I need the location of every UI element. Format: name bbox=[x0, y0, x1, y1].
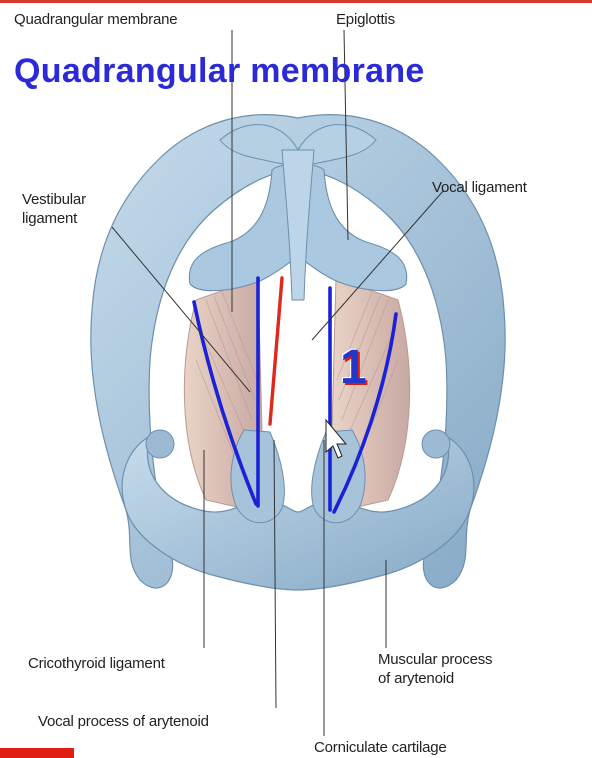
label-vestibular-ligament: Vestibular ligament bbox=[22, 190, 86, 228]
number-marker: 1 bbox=[340, 343, 367, 393]
bottom-accent-bar bbox=[0, 748, 74, 758]
label-muscular-process: Muscular process of arytenoid bbox=[378, 650, 492, 688]
label-corniculate-cartilage: Corniculate cartilage bbox=[314, 738, 447, 757]
label-epiglottis: Epiglottis bbox=[336, 10, 395, 29]
page-title: Quadrangular membrane bbox=[14, 52, 425, 91]
label-vocal-ligament: Vocal ligament bbox=[432, 178, 527, 197]
label-quadrangular-membrane: Quadrangular membrane bbox=[14, 10, 177, 29]
label-cricothyroid-ligament: Cricothyroid ligament bbox=[28, 654, 165, 673]
label-vocal-process: Vocal process of arytenoid bbox=[38, 712, 209, 731]
cricoid-cartilage bbox=[122, 436, 474, 590]
red-annotation-line bbox=[270, 278, 282, 424]
